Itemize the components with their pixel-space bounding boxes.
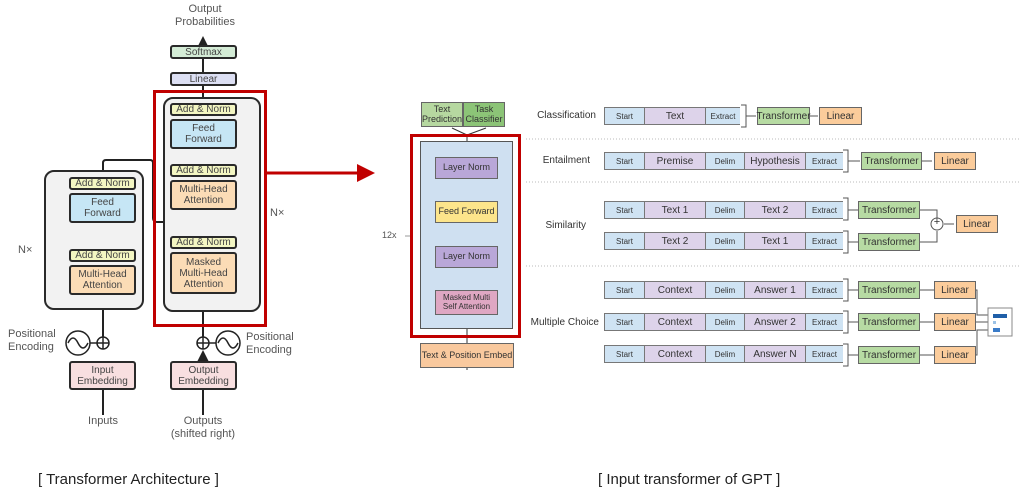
token-extract: Extract — [706, 108, 740, 124]
token-start: Start — [605, 108, 645, 124]
sequence-row-choice-n: Start Context Delim Answer N Extract — [604, 345, 843, 363]
linear-block: Linear — [934, 313, 976, 331]
encoder-add-norm-bottom: Add & Norm — [69, 249, 136, 262]
decoder-multi-head-attention: Multi-Head Attention — [170, 180, 237, 210]
layer-norm-top: Layer Norm — [435, 157, 498, 179]
token-extract: Extract — [806, 314, 843, 330]
token-context: Context — [645, 282, 706, 298]
layer-norm-bottom: Layer Norm — [435, 246, 498, 268]
gpt-repeat-label: 12x — [382, 230, 397, 240]
output-probabilities-label: Output Probabilities — [175, 3, 235, 29]
transformer-block: Transformer — [756, 107, 811, 125]
sequence-row-entailment: Start Premise Delim Hypothesis Extract — [604, 152, 843, 170]
token-start: Start — [605, 202, 645, 218]
feed-forward-block: Feed Forward — [435, 201, 498, 223]
decoder-add-norm-1: Add & Norm — [170, 103, 237, 116]
task-label-entailment: Entailment — [542, 155, 590, 166]
token-start: Start — [605, 346, 645, 362]
transformer-block: Transformer — [858, 233, 920, 251]
token-hypothesis: Hypothesis — [745, 153, 806, 169]
left-caption: [ Transformer Architecture ] — [38, 471, 219, 488]
transformer-block: Transformer — [861, 152, 922, 170]
token-delim: Delim — [706, 153, 745, 169]
token-extract: Extract — [806, 233, 843, 249]
positional-encoding-left-label: Positional Encoding — [8, 328, 56, 354]
token-text-1: Text 1 — [645, 202, 706, 218]
token-text: Text — [645, 108, 706, 124]
task-label-multiple-choice: Multiple Choice — [530, 317, 599, 328]
text-prediction-head: Text Prediction — [421, 102, 463, 127]
linear-block: Linear — [956, 215, 998, 233]
encoder-repeat-label: N× — [18, 244, 33, 256]
transformer-block: Transformer — [858, 201, 920, 219]
transformer-block: Transformer — [858, 281, 920, 299]
text-position-embed-block: Text & Position Embed — [420, 343, 514, 368]
transformer-block: Transformer — [858, 313, 920, 331]
encoder-multi-head-attention: Multi-Head Attention — [69, 265, 136, 295]
decoder-feed-forward: Feed Forward — [170, 119, 237, 149]
token-delim: Delim — [706, 282, 745, 298]
transformer-block: Transformer — [858, 346, 920, 364]
sequence-row-similarity-1: Start Text 1 Delim Text 2 Extract — [604, 201, 843, 219]
softmax-block: Softmax — [170, 45, 237, 59]
linear-block: Linear — [934, 281, 976, 299]
linear-block: Linear — [819, 107, 862, 125]
token-start: Start — [605, 233, 645, 249]
token-start: Start — [605, 282, 645, 298]
positional-encoding-right-label: Positional Encoding — [246, 331, 294, 357]
sequence-row-choice-1: Start Context Delim Answer 1 Extract — [604, 281, 843, 299]
token-premise: Premise — [645, 153, 706, 169]
token-text-2: Text 2 — [745, 202, 806, 218]
outputs-label: Outputs (shifted right) — [170, 415, 236, 441]
token-delim: Delim — [706, 314, 745, 330]
token-answer-2: Answer 2 — [745, 314, 806, 330]
token-text-1: Text 1 — [745, 233, 806, 249]
linear-block: Linear — [934, 152, 976, 170]
token-extract: Extract — [806, 202, 843, 218]
token-extract: Extract — [806, 282, 843, 298]
encoder-feed-forward: Feed Forward — [69, 193, 136, 223]
decoder-add-norm-2: Add & Norm — [170, 164, 237, 177]
token-start: Start — [605, 153, 645, 169]
decoder-masked-multi-head-attention: Masked Multi-Head Attention — [170, 252, 237, 294]
plus-icon: + — [933, 216, 941, 228]
sequence-row-classification: Start Text Extract — [604, 107, 740, 125]
linear-block: Linear — [170, 72, 237, 86]
inputs-label: Inputs — [88, 415, 118, 427]
masked-multi-self-attention-block: Masked Multi Self Attention — [435, 290, 498, 315]
decoder-highlight-box — [153, 90, 267, 327]
gpt-highlight-box — [410, 134, 521, 338]
encoder-add-norm-top: Add & Norm — [69, 177, 136, 190]
token-text-2: Text 2 — [645, 233, 706, 249]
decoder-add-norm-3: Add & Norm — [170, 236, 237, 249]
input-embedding-block: Input Embedding — [69, 361, 136, 390]
task-classifier-head: Task Classifier — [463, 102, 505, 127]
token-delim: Delim — [706, 202, 745, 218]
decoder-repeat-label: N× — [270, 207, 285, 219]
token-context: Context — [645, 346, 706, 362]
task-label-similarity: Similarity — [545, 220, 586, 231]
sequence-row-choice-2: Start Context Delim Answer 2 Extract — [604, 313, 843, 331]
token-delim: Delim — [706, 233, 745, 249]
task-label-classification: Classification — [537, 110, 596, 121]
token-delim: Delim — [706, 346, 745, 362]
right-caption: [ Input transformer of GPT ] — [598, 471, 781, 488]
token-extract: Extract — [806, 346, 843, 362]
token-start: Start — [605, 314, 645, 330]
linear-block: Linear — [934, 346, 976, 364]
sequence-row-similarity-2: Start Text 2 Delim Text 1 Extract — [604, 232, 843, 250]
output-embedding-block: Output Embedding — [170, 361, 237, 390]
token-answer-n: Answer N — [745, 346, 806, 362]
token-answer-1: Answer 1 — [745, 282, 806, 298]
token-extract: Extract — [806, 153, 843, 169]
token-context: Context — [645, 314, 706, 330]
